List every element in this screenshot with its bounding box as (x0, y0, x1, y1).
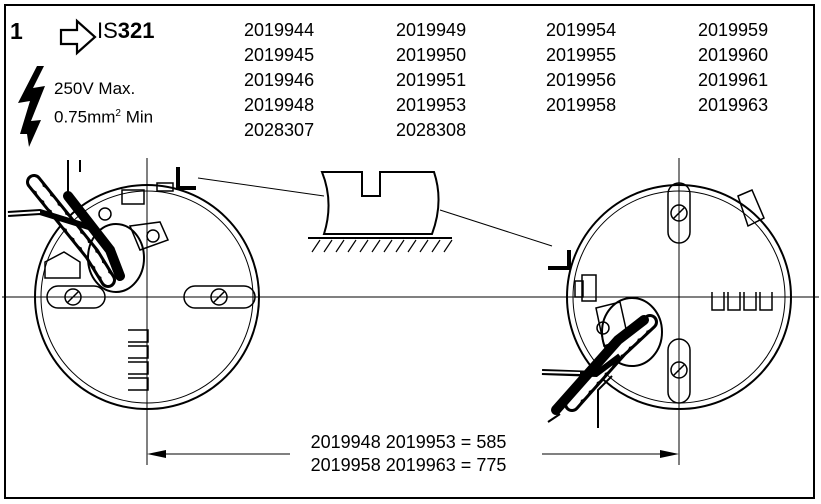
model-label: IS321 (97, 18, 155, 44)
wire-size-suffix: Min (120, 107, 154, 127)
dimension-codes: 2019948 2019953 (310, 432, 456, 452)
part-code: 2028307 (244, 120, 315, 140)
part-code: 2019958 (546, 95, 617, 115)
part-code: 2019951 (396, 70, 467, 90)
magnified-detail (176, 167, 571, 270)
part-code: 2019950 (396, 45, 467, 65)
part-code: 2019960 (698, 45, 769, 65)
dimension-equals: = (460, 455, 472, 475)
dimension-arrow (147, 450, 679, 458)
right-detector-base (566, 182, 792, 410)
lightning-bolt-icon (18, 66, 45, 147)
part-code: 2019953 (396, 95, 467, 115)
outline-right-arrow-icon (59, 18, 97, 56)
part-code: 2019954 (546, 20, 617, 40)
part-code: 2028308 (396, 120, 467, 140)
right-cable-bundle (541, 297, 663, 428)
dimension-value: 775 (476, 455, 507, 475)
part-code-column-1: 2019944 2019945 2019946 2019948 2028307 (244, 18, 314, 143)
part-code: 2019959 (698, 20, 769, 40)
step-number: 1 (10, 18, 23, 44)
dimension-value: 585 (476, 432, 507, 452)
part-code-column-4: 2019959 2019960 2019961 2019963 (698, 18, 768, 118)
dimension-equals: = (460, 432, 472, 452)
part-code: 2019955 (546, 45, 617, 65)
dimension-line-1: 2019948 2019953 = 585 (0, 432, 819, 453)
part-code: 2019948 (244, 95, 315, 115)
wire-size-value: 0.75mm (54, 107, 116, 127)
model-prefix: IS (97, 18, 118, 43)
wire-size-rating: 0.75mm2 Min (54, 101, 153, 130)
wire-size-exponent: 2 (115, 108, 121, 119)
model-number: 321 (117, 18, 155, 43)
part-code-column-2: 2019949 2019950 2019951 2019953 2028308 (396, 18, 466, 143)
part-code: 2019949 (396, 20, 467, 40)
dimension-line-2: 2019958 2019963 = 775 (0, 455, 819, 476)
diagram-frame (4, 4, 815, 499)
part-code: 2019946 (244, 70, 315, 90)
part-code: 2019945 (244, 45, 315, 65)
rating-block: 250V Max. 0.75mm2 Min (54, 76, 153, 130)
part-code: 2019956 (546, 70, 617, 90)
part-code: 2019944 (244, 20, 315, 40)
part-code: 2019963 (698, 95, 769, 115)
left-cable-bundle (7, 160, 145, 293)
voltage-rating: 250V Max. (54, 79, 136, 98)
part-code: 2019961 (698, 70, 769, 90)
left-detector-base (34, 182, 260, 410)
part-code-column-3: 2019954 2019955 2019956 2019958 (546, 18, 616, 118)
dimension-codes: 2019958 2019963 (310, 455, 456, 475)
center-lines (2, 158, 819, 465)
